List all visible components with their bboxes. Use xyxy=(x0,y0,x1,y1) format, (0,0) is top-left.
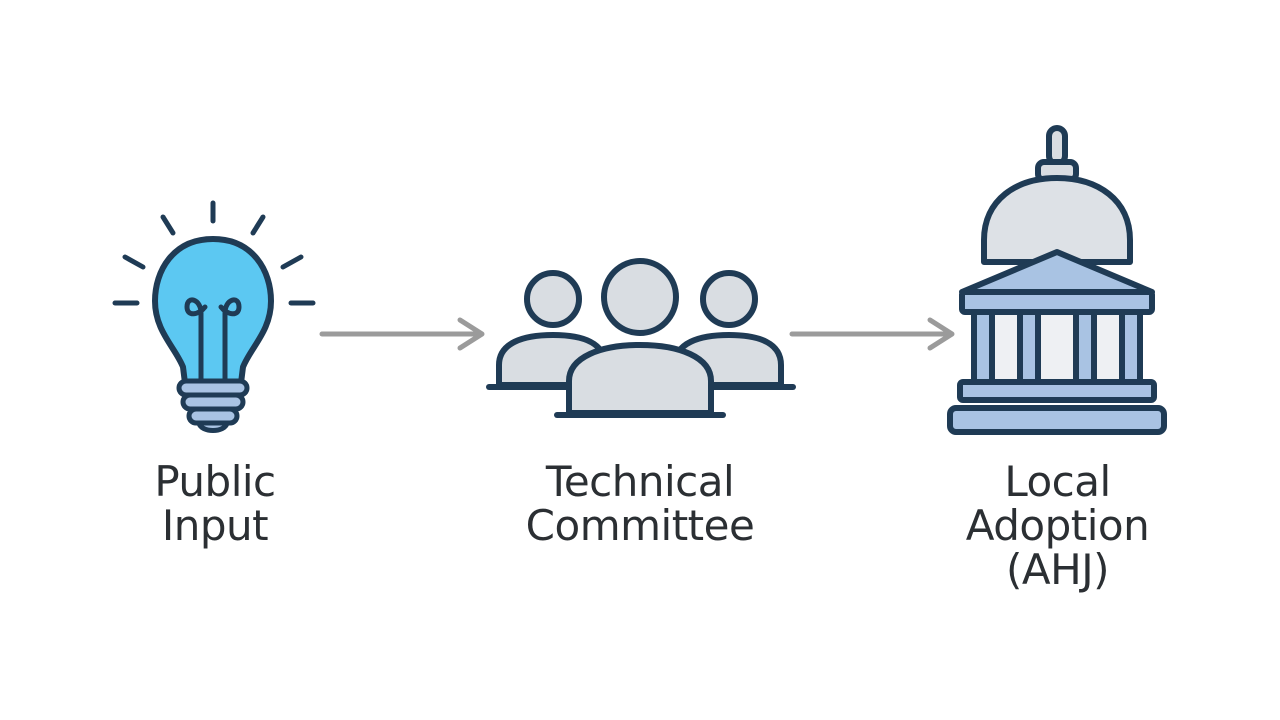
label-line: Adoption xyxy=(965,501,1150,550)
step-label-public-input: Public Input xyxy=(105,460,325,548)
label-line: Committee xyxy=(525,501,755,550)
lightbulb-icon xyxy=(112,200,316,433)
people-group-icon xyxy=(486,258,796,418)
arrow-right-icon xyxy=(789,317,955,351)
arrow-right-icon xyxy=(319,317,485,351)
step-label-local-adoption: Local Adoption (AHJ) xyxy=(920,460,1195,592)
label-line: Input xyxy=(161,501,269,550)
label-line: Technical xyxy=(545,457,735,506)
label-line: (AHJ) xyxy=(1006,545,1109,594)
government-building-icon xyxy=(947,125,1167,435)
step-label-technical-committee: Technical Committee xyxy=(490,460,790,548)
label-line: Public xyxy=(154,457,276,506)
label-line: Local xyxy=(1004,457,1111,506)
